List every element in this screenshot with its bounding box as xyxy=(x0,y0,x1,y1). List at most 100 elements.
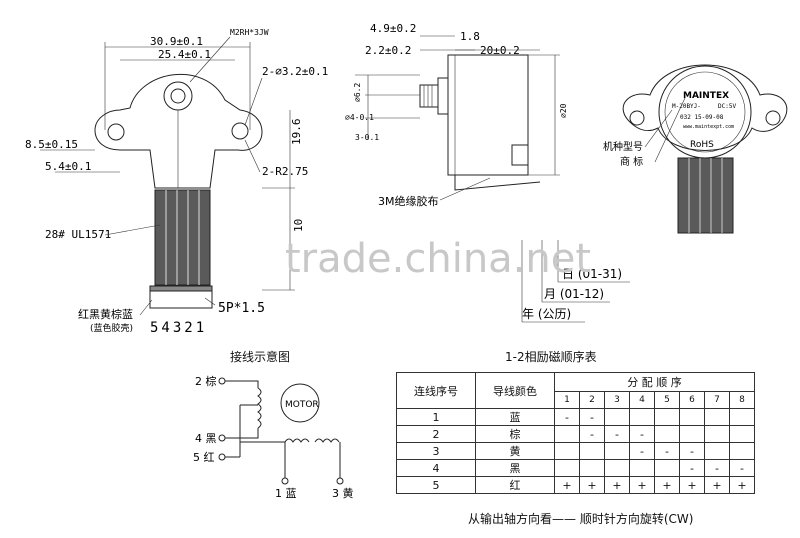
col-steps: 分 配 顺 序 xyxy=(554,372,755,392)
step-cell xyxy=(704,425,730,443)
dim-width-inner: 25.4±0.1 xyxy=(158,48,211,61)
step-header: 1 xyxy=(554,391,580,409)
wire-color-cell: 红 xyxy=(475,476,555,494)
wire-label-partial: 28# UL1571 xyxy=(45,228,111,241)
label-rohs: RoHS xyxy=(690,140,714,150)
rotation-caption: 从输出轴方向看—— 顺时针方向旋转(CW) xyxy=(468,512,694,526)
step-cell xyxy=(604,408,630,426)
wire-colors-note: (蓝色胶壳) xyxy=(90,322,133,334)
step-cell: - xyxy=(704,459,730,477)
step-header: 7 xyxy=(704,391,730,409)
wire-no-cell: 2 xyxy=(396,425,476,443)
label-code: 032 15-09-08 xyxy=(680,114,724,121)
step-cell xyxy=(604,459,630,477)
step-cell xyxy=(729,425,755,443)
wire-no-cell: 3 xyxy=(396,442,476,460)
step-cell xyxy=(629,408,655,426)
step-cell: + xyxy=(679,476,705,494)
step-cell: - xyxy=(629,425,655,443)
date-code: 日 (01-31) 月 (01-12) 年 (公历) xyxy=(521,240,630,323)
step-cell: + xyxy=(629,476,655,494)
step-cell: + xyxy=(554,476,580,494)
dim-body-dia: ∅20 xyxy=(559,103,568,118)
wire-color-cell: 蓝 xyxy=(475,408,555,426)
wire4-label: 4 黑 xyxy=(195,432,217,445)
dim-shaft-dia-b: ∅4-0.1 xyxy=(345,113,374,122)
wire-color-cell: 黄 xyxy=(475,442,555,460)
wiring-title: 接线示意图 xyxy=(230,350,291,364)
dim-width-outer: 30.9±0.1 xyxy=(150,35,203,48)
date-month: 月 (01-12) xyxy=(544,287,604,301)
wiring-diagram: 2 棕 4 黑 5 红 1 蓝 3 黄 MOTOR xyxy=(193,374,354,500)
step-cell: - xyxy=(579,408,605,426)
wire3-label: 3 黄 xyxy=(332,486,354,500)
motor-label: MOTOR xyxy=(285,400,319,410)
pin-numbers: 54321 xyxy=(150,320,207,336)
date-year: 年 (公历) xyxy=(522,307,571,321)
dim-mid-b: 20±0.2 xyxy=(480,44,520,57)
step-cell xyxy=(554,442,580,460)
step-cell: - xyxy=(554,408,580,426)
dim-flat: 3-0.1 xyxy=(355,133,379,142)
wire-no-cell: 4 xyxy=(396,459,476,477)
wire-color-cell: 棕 xyxy=(475,425,555,443)
watermark: trade.china.net xyxy=(285,236,591,282)
dim-height: 19.6 xyxy=(290,119,303,146)
step-header: 5 xyxy=(654,391,680,409)
step-cell: - xyxy=(729,459,755,477)
dim-radius: 2-R2.75 xyxy=(262,165,308,178)
label-model: M-20BYJ- xyxy=(672,103,701,110)
connector-label: 5P*1.5 xyxy=(218,301,265,316)
step-cell: + xyxy=(579,476,605,494)
step-header: 3 xyxy=(604,391,630,409)
step-cell: - xyxy=(579,425,605,443)
col-color: 导线颜色 xyxy=(475,372,555,409)
wire-colors-label: 红黑黄棕蓝 xyxy=(78,307,133,321)
date-day: 日 (01-31) xyxy=(562,267,622,281)
dim-mid-a: 2.2±0.2 xyxy=(365,44,411,57)
step-cell: - xyxy=(654,442,680,460)
front-view: 30.9±0.1 25.4±0.1 M2RH*3JW 2-∅3.2±0.1 2-… xyxy=(25,28,328,336)
step-cell: - xyxy=(629,442,655,460)
dim-top-a: 4.9±0.2 xyxy=(370,22,416,35)
step-cell: + xyxy=(604,476,630,494)
dim-lead: 10 xyxy=(292,219,305,232)
wire-no-cell: 1 xyxy=(396,408,476,426)
dim-left-bottom: 5.4±0.1 xyxy=(45,160,91,173)
step-cell xyxy=(679,408,705,426)
wire-color-cell: 黑 xyxy=(475,459,555,477)
dim-top-b: 1.8 xyxy=(460,30,480,43)
step-cell xyxy=(554,425,580,443)
dim-left-top: 8.5±0.15 xyxy=(25,138,78,151)
wire5-label: 5 红 xyxy=(193,451,215,464)
step-cell: - xyxy=(679,459,705,477)
label-website: www.maintexpt.com xyxy=(683,124,734,130)
dim-hole: 2-∅3.2±0.1 xyxy=(262,65,328,78)
side-view: 4.9±0.2 1.8 2.2±0.2 20±0.2 ∅6.2 ∅4-0.1 3… xyxy=(345,22,568,208)
step-cell xyxy=(679,425,705,443)
step-cell xyxy=(629,459,655,477)
sequence-title: 1-2相励磁顺序表 xyxy=(505,350,597,364)
step-cell xyxy=(579,442,605,460)
step-header: 4 xyxy=(629,391,655,409)
label-view: MAINTEX M-20BYJ- DC:5V 032 15-09-08 www.… xyxy=(603,64,788,234)
step-header: 8 xyxy=(729,391,755,409)
step-cell xyxy=(604,442,630,460)
col-no: 连线序号 xyxy=(396,372,476,409)
step-cell: - xyxy=(679,442,705,460)
step-cell: + xyxy=(704,476,730,494)
step-cell: - xyxy=(604,425,630,443)
step-header: 2 xyxy=(579,391,605,409)
step-cell: + xyxy=(729,476,755,494)
step-cell: + xyxy=(654,476,680,494)
step-cell xyxy=(654,408,680,426)
step-cell xyxy=(654,459,680,477)
